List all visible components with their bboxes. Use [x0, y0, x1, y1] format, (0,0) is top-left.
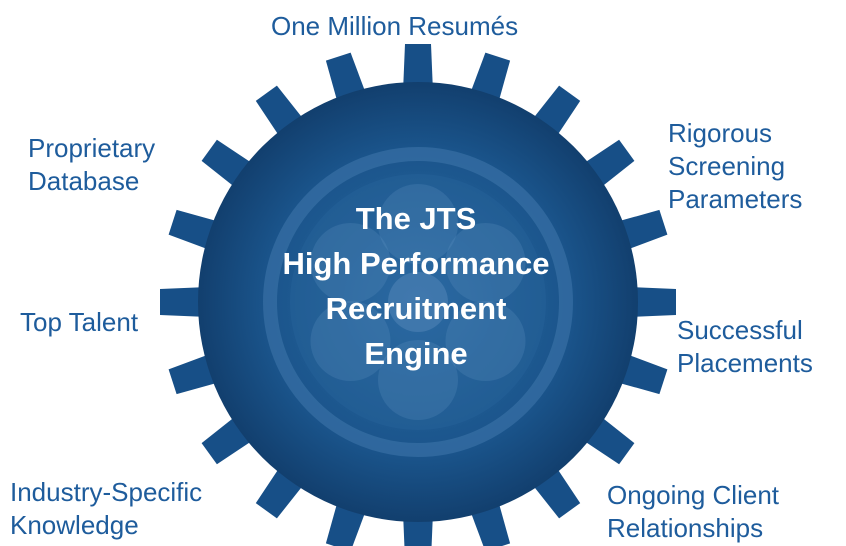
label-text: Knowledge — [10, 510, 139, 540]
label-ongoing-client-relationships: Ongoing Client Relationships — [607, 479, 779, 545]
label-successful-placements: Successful Placements — [677, 314, 813, 380]
label-industry-specific-knowledge: Industry-Specific Knowledge — [10, 476, 202, 542]
label-text: Relationships — [607, 513, 764, 543]
label-top-talent: Top Talent — [20, 306, 138, 339]
gear-tooth — [403, 44, 433, 92]
gear-body — [198, 82, 638, 522]
gear-inner-ring — [263, 147, 573, 457]
engine-title-line: Recruitment — [325, 291, 507, 326]
label-text: Industry-Specific — [10, 477, 203, 507]
label-text: Successful — [677, 315, 803, 345]
engine-title-line: The JTS — [355, 201, 477, 236]
label-text: Top Talent — [20, 307, 139, 337]
gear-inner-disc — [290, 174, 546, 430]
gear-hole — [445, 301, 526, 381]
gear-hole — [378, 340, 458, 420]
label-text: Proprietary — [28, 133, 156, 163]
engine-title-line: Engine — [364, 336, 468, 371]
gear-tooth — [160, 287, 208, 317]
label-text: Placements — [677, 348, 813, 378]
gear-hole — [310, 301, 391, 381]
gear-hole — [378, 184, 458, 264]
label-one-million-resumes: One Million Resumés — [271, 10, 518, 43]
label-text: Parameters — [668, 184, 803, 214]
label-text: Rigorous — [668, 118, 773, 148]
engine-title: The JTS High Performance Recruitment Eng… — [246, 196, 586, 376]
label-rigorous-screening-parameters: Rigorous Screening Parameters — [668, 117, 802, 216]
engine-title-line: High Performance — [282, 246, 550, 281]
gear-hole — [445, 223, 526, 303]
label-text: Ongoing Client — [607, 480, 779, 510]
label-text: Screening — [668, 151, 786, 181]
label-text: Database — [28, 166, 140, 196]
gear-tooth — [628, 287, 676, 317]
label-text: One Million Resumés — [271, 11, 519, 41]
gear-hole — [310, 223, 391, 303]
gear-hub — [388, 272, 448, 332]
gear-holes — [310, 184, 526, 420]
label-proprietary-database: Proprietary Database — [28, 132, 155, 198]
